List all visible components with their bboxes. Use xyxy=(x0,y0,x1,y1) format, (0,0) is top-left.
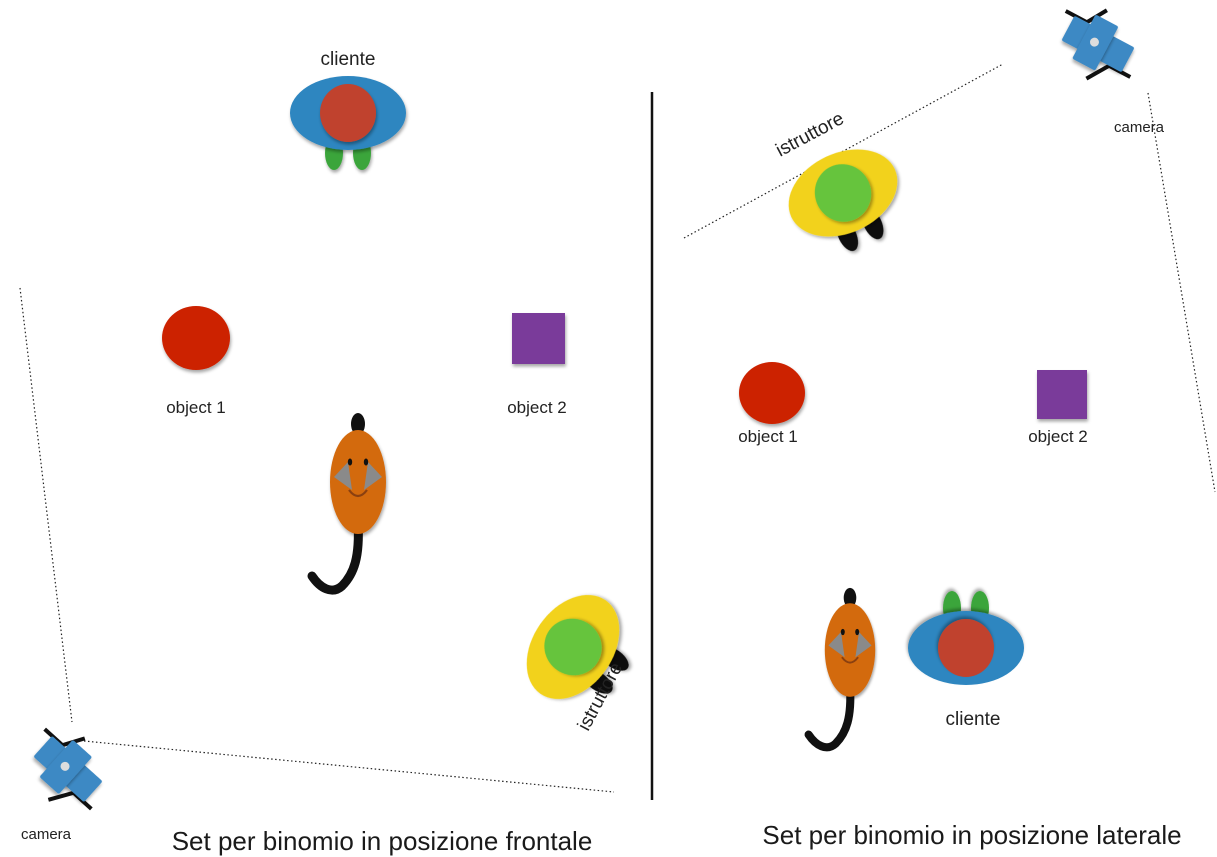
left-panel: cliente object 1 object 2 istruttore cam… xyxy=(11,49,652,856)
client-label: cliente xyxy=(946,709,1001,730)
client-label: cliente xyxy=(321,49,376,70)
object-2-label: object 2 xyxy=(1028,427,1088,446)
camera-label: camera xyxy=(1114,119,1165,136)
camera-icon xyxy=(11,714,123,825)
left-caption: Set per binomio in posizione frontale xyxy=(172,826,593,856)
purple-square-object xyxy=(512,313,565,364)
red-circle-object xyxy=(162,306,230,370)
object-1-label: object 1 xyxy=(738,427,798,446)
camera-field-of-view-line xyxy=(83,740,615,793)
object-1-label: object 1 xyxy=(166,398,226,417)
client-figure xyxy=(908,591,1024,685)
camera-field-of-view-line xyxy=(19,287,73,723)
purple-square-object xyxy=(1037,370,1087,419)
instructor-figure xyxy=(508,577,653,726)
camera-icon xyxy=(1042,0,1153,96)
camera-field-of-view-line xyxy=(683,63,1004,239)
red-circle-object xyxy=(739,362,805,424)
client-figure xyxy=(290,76,406,170)
right-caption: Set per binomio in posizione laterale xyxy=(762,820,1181,850)
camera-label: camera xyxy=(21,826,72,843)
dog-figure xyxy=(312,413,386,590)
right-panel: camera istruttore object 1 object 2 clie… xyxy=(683,0,1216,850)
camera-field-of-view-line xyxy=(1147,92,1216,493)
dog-figure xyxy=(809,588,876,747)
object-2-label: object 2 xyxy=(507,398,567,417)
